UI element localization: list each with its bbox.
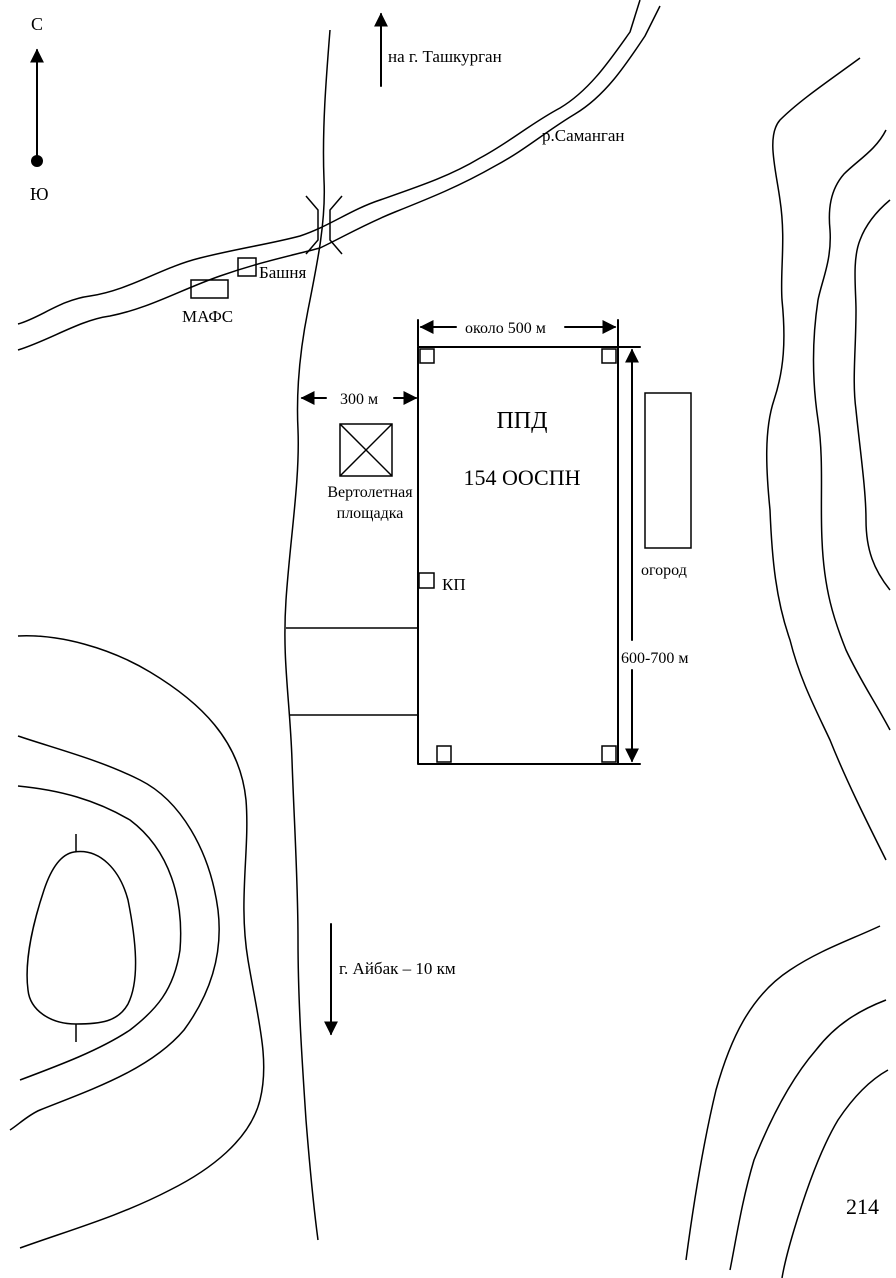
- contour-sw-1: [17, 635, 265, 1249]
- contour-east-2: [812, 129, 891, 731]
- base-outline: [417, 346, 619, 765]
- tower-label: Башня: [259, 263, 306, 282]
- terrain-contours-southeast: [685, 925, 889, 1278]
- base-unit: 154 ООСПН: [464, 465, 581, 490]
- river-label: р.Саманган: [542, 126, 625, 145]
- terrain-contours-southwest: [9, 635, 265, 1249]
- bridge-east: [329, 195, 343, 255]
- base-corner-post-sw: [436, 745, 452, 763]
- base-corner-post-se: [601, 745, 617, 763]
- garden-symbol: [644, 392, 692, 549]
- garden-label: огород: [641, 562, 687, 579]
- compass-south-label: Ю: [30, 184, 49, 204]
- bridge: [305, 195, 343, 255]
- contour-se-1: [685, 925, 881, 1261]
- contour-east-3: [853, 199, 891, 591]
- base-name: ППД: [496, 408, 547, 434]
- contour-se-3: [781, 1069, 889, 1278]
- base-ppd: КП ППД 154 ООСПН: [417, 346, 619, 765]
- helipad-cross-b: [339, 423, 393, 477]
- contour-east-1: [765, 57, 887, 861]
- page-number: 214: [846, 1194, 879, 1219]
- bridge-west: [305, 195, 319, 255]
- river-bank-south: [17, 5, 661, 351]
- south-road-label: г. Айбак – 10 км: [339, 959, 456, 978]
- base-corner-post-nw: [419, 348, 435, 364]
- south-direction: г. Айбак – 10 км: [324, 923, 456, 1036]
- helipad-symbol: [339, 423, 393, 477]
- terrain-contours-east: [765, 57, 891, 861]
- river-bank-north: [17, 0, 641, 325]
- helipad-label-line1: Вертолетная: [327, 484, 413, 501]
- base-corner-post-ne: [601, 348, 617, 364]
- contour-sw-2: [9, 735, 220, 1131]
- helipad-label-line2: площадка: [337, 505, 404, 522]
- hill-top-contour: [26, 850, 137, 1025]
- main-road: [284, 29, 331, 1241]
- tower-symbol: [237, 257, 257, 277]
- mafs-symbol: [190, 279, 229, 299]
- compass-north-label: С: [31, 14, 43, 34]
- command-post-label: КП: [442, 575, 466, 594]
- contour-sw-3: [17, 785, 182, 1081]
- compass: С Ю: [30, 14, 49, 204]
- distance-label: 300 м: [340, 391, 378, 408]
- river-samangan: р.Саманган: [17, 0, 661, 351]
- contour-se-2: [729, 999, 887, 1271]
- north-direction: на г. Ташкурган: [374, 12, 502, 87]
- width-label: около 500 м: [465, 320, 546, 337]
- length-label: 600-700 м: [621, 650, 688, 667]
- north-road-label: на г. Ташкурган: [388, 47, 502, 66]
- compass-south-dot: [31, 155, 43, 167]
- mafs-label: МАФС: [182, 307, 233, 326]
- helipad: Вертолетная площадка: [327, 423, 413, 522]
- command-post-symbol: [418, 572, 435, 589]
